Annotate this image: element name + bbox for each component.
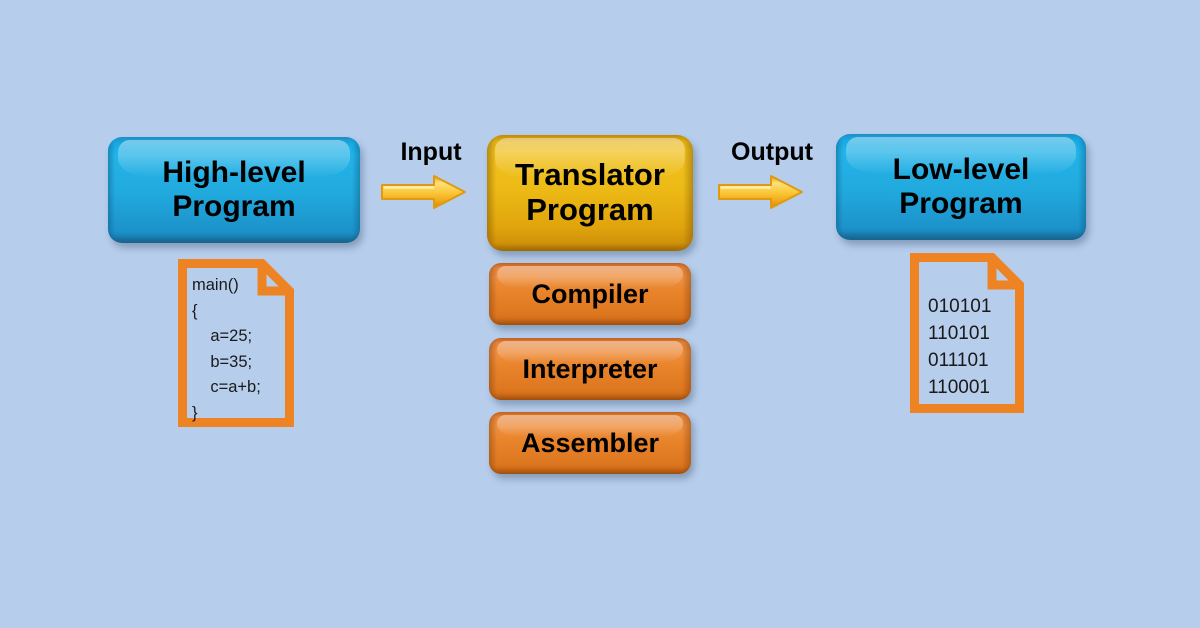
- machine-code-text: 010101 110101 011101 110001: [928, 296, 992, 398]
- low-level-program-label: Low-level Program: [893, 153, 1030, 220]
- box-edge-right: [352, 137, 360, 243]
- box-edge-left: [487, 135, 496, 251]
- translator-line-1: Translator: [515, 157, 665, 193]
- source-code-text: main() { a=25; b=35; c=a+b; }: [192, 276, 261, 422]
- interpreter-box[interactable]: Interpreter: [489, 338, 691, 400]
- compiler-label: Compiler: [531, 278, 649, 309]
- output-arrow-label: Output: [731, 138, 813, 166]
- document-icon: [178, 259, 294, 427]
- box-edge-bottom: [108, 234, 360, 243]
- box-edge-bottom: [489, 318, 691, 325]
- box-edge-left: [108, 137, 115, 243]
- box-edge-bottom: [836, 231, 1086, 240]
- box-edge-left: [836, 134, 843, 240]
- box-edge-bottom: [489, 467, 691, 474]
- high-level-line-1: High-level: [162, 156, 306, 190]
- source-code-document: main() { a=25; b=35; c=a+b; }: [178, 259, 294, 427]
- box-edge-right: [683, 135, 693, 251]
- translator-program-box[interactable]: Translator Program: [487, 135, 693, 251]
- box-edge-right: [1078, 134, 1086, 240]
- low-level-program-box[interactable]: Low-level Program: [836, 134, 1086, 240]
- translator-line-2: Program: [526, 192, 654, 227]
- compiler-box[interactable]: Compiler: [489, 263, 691, 325]
- box-edge-right: [682, 263, 691, 325]
- translator-program-label: Translator Program: [515, 157, 665, 227]
- high-level-program-box[interactable]: High-level Program: [108, 137, 360, 243]
- assembler-label: Assembler: [520, 427, 660, 458]
- input-arrow-label: Input: [400, 138, 462, 166]
- interpreter-label: Interpreter: [522, 353, 658, 384]
- input-arrow-icon: [381, 175, 466, 209]
- box-edge-right: [682, 412, 691, 474]
- high-level-program-label: High-level Program: [162, 156, 305, 223]
- box-edge-left: [489, 338, 497, 400]
- high-level-line-2: Program: [172, 190, 296, 223]
- machine-code-document: 010101 110101 011101 110001: [910, 253, 1024, 413]
- box-edge-bottom: [489, 393, 691, 400]
- box-edge-left: [489, 263, 497, 325]
- box-edge-bottom: [487, 243, 693, 251]
- box-edge-right: [682, 338, 691, 400]
- assembler-box[interactable]: Assembler: [489, 412, 691, 474]
- document-icon: [910, 253, 1024, 413]
- low-level-line-1: Low-level: [892, 153, 1030, 187]
- output-arrow-icon: [718, 175, 803, 209]
- low-level-line-2: Program: [899, 187, 1023, 220]
- box-edge-left: [489, 412, 497, 474]
